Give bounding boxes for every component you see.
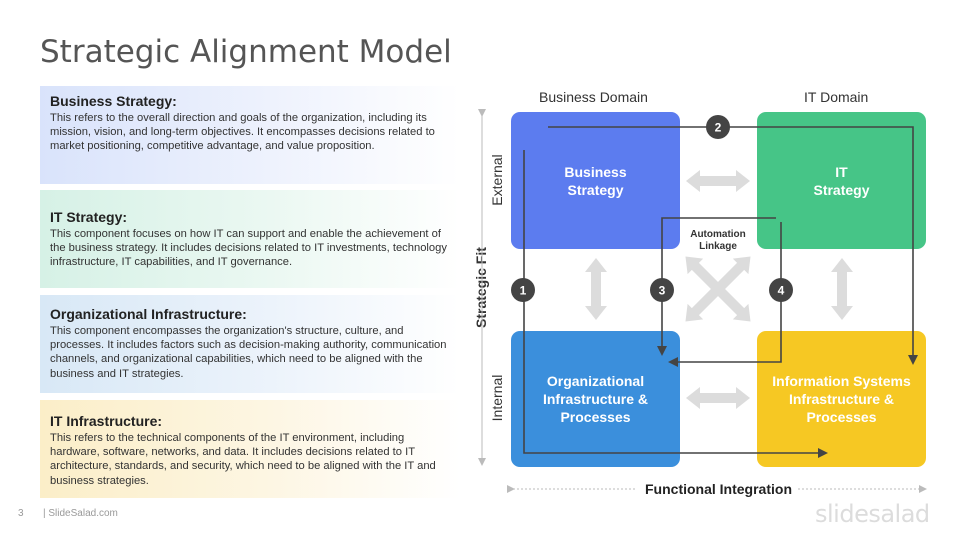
information-systems-box: Information Systems Infrastructure & Pro… — [757, 331, 926, 467]
step-badge-3: 3 — [650, 278, 674, 302]
slidesalad-logo: slidesalad — [815, 500, 930, 528]
card-title: Organizational Infrastructure: — [50, 306, 247, 322]
footer-site: | SlideSalad.com — [43, 508, 118, 519]
path-4 — [668, 222, 782, 367]
box-label-line: Information Systems — [772, 373, 911, 389]
cross-arrows — [685, 256, 751, 322]
box-label-line: Processes — [806, 409, 877, 425]
step-badge-2: 2 — [706, 115, 730, 139]
svg-text:2: 2 — [715, 121, 722, 135]
automation-linkage-label: Automation Linkage — [680, 229, 756, 253]
it-strategy-box: IT Strategy — [757, 112, 926, 249]
card-it-infrastructure: IT Infrastructure: This refers to the te… — [40, 400, 460, 498]
card-title: IT Infrastructure: — [50, 413, 163, 429]
double-arrows — [585, 170, 853, 409]
slide-title: Strategic Alignment Model — [40, 34, 452, 70]
v-double-arrow-left — [585, 258, 607, 320]
box-label-line: IT — [835, 163, 848, 180]
functional-integration-label: Functional Integration — [645, 481, 792, 497]
h-double-arrow-top — [686, 170, 750, 192]
it-domain-label: IT Domain — [804, 89, 869, 105]
step-badge-4: 4 — [769, 278, 793, 302]
box-label-line: Infrastructure & — [542, 391, 649, 407]
card-body: This component encompasses the organizat… — [50, 325, 447, 380]
automation-linkage-line: Automation — [690, 229, 746, 240]
card-business-strategy: Business Strategy: This refers to the ov… — [40, 86, 460, 184]
box-label-line: Strategy — [567, 181, 624, 198]
organizational-infrastructure-box: Organizational Infrastructure & Processe… — [511, 331, 680, 467]
path-2 — [548, 126, 918, 365]
business-domain-label: Business Domain — [539, 89, 648, 105]
svg-text:3: 3 — [659, 284, 666, 298]
box-label-line: Strategy — [813, 181, 870, 198]
svg-text:4: 4 — [778, 284, 785, 298]
path-1 — [523, 150, 828, 458]
path-3 — [657, 217, 776, 356]
v-double-arrow-right — [831, 258, 853, 320]
page-number: 3 — [18, 508, 24, 519]
card-body: This component focuses on how IT can sup… — [50, 228, 447, 269]
card-body: This refers to the overall direction and… — [50, 112, 435, 153]
card-organizational-infrastructure: Organizational Infrastructure: This comp… — [40, 295, 460, 393]
card-body: This refers to the technical components … — [50, 432, 436, 487]
box-label-line: Processes — [560, 409, 631, 425]
business-strategy-box: Business Strategy — [511, 112, 680, 249]
card-it-strategy: IT Strategy: This component focuses on h… — [40, 190, 460, 288]
box-label-line: Infrastructure & — [788, 391, 894, 407]
box-label-line: Business — [564, 163, 627, 180]
automation-linkage-line: Linkage — [699, 241, 737, 252]
h-double-arrow-bottom — [686, 387, 750, 409]
alignment-paths — [523, 126, 918, 458]
box-label-line: Organizational — [546, 373, 645, 389]
card-title: IT Strategy: — [50, 209, 128, 225]
card-title: Business Strategy: — [50, 93, 177, 109]
step-badge-1: 1 — [511, 278, 535, 302]
svg-text:1: 1 — [520, 284, 527, 298]
